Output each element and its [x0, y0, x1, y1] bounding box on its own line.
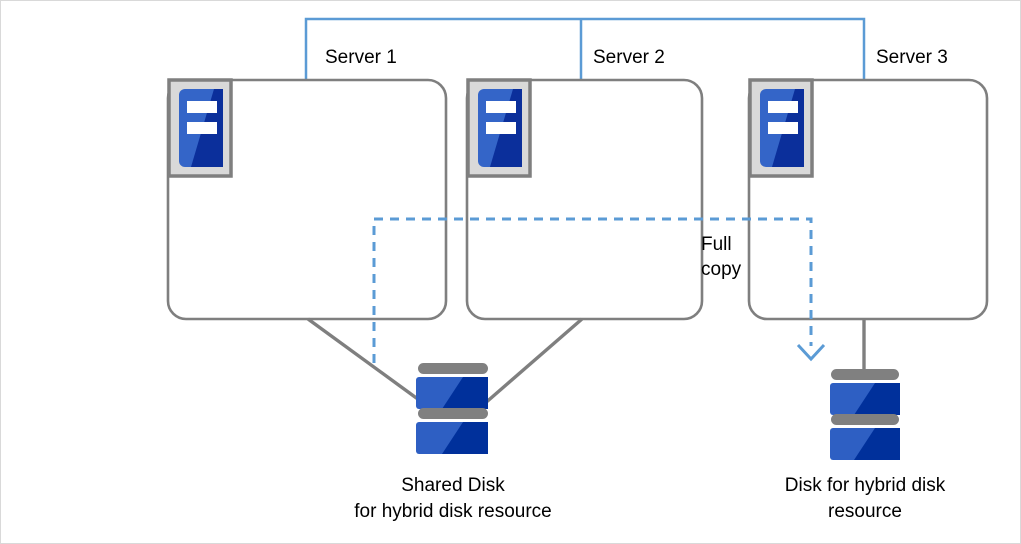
- disk-connector-lines: [306, 317, 866, 407]
- server-box-3: [747, 78, 989, 321]
- full-copy-label-line2: copy: [701, 259, 742, 280]
- server-box-2: [465, 78, 704, 321]
- server-3-label: Server 3: [876, 47, 948, 68]
- shared-disk-label-line2: for hybrid disk resource: [354, 501, 552, 522]
- disk-stack-icon: [830, 369, 900, 460]
- server-2-label: Server 2: [593, 47, 665, 68]
- server-icon: [748, 78, 814, 178]
- disk-stack-icon: [416, 363, 488, 454]
- server-icon: [466, 78, 532, 178]
- server-box-1: [166, 78, 448, 321]
- full-copy-dashed-path: [372, 217, 826, 363]
- hybrid-disk-label-line2: resource: [828, 501, 902, 522]
- shared-disk-label-line1: Shared Disk: [401, 475, 505, 496]
- hybrid-disk-label-line1: Disk for hybrid disk: [784, 475, 946, 496]
- server-1-label: Server 1: [325, 47, 397, 68]
- server-icon: [167, 78, 233, 178]
- full-copy-label-line1: Full: [701, 234, 732, 255]
